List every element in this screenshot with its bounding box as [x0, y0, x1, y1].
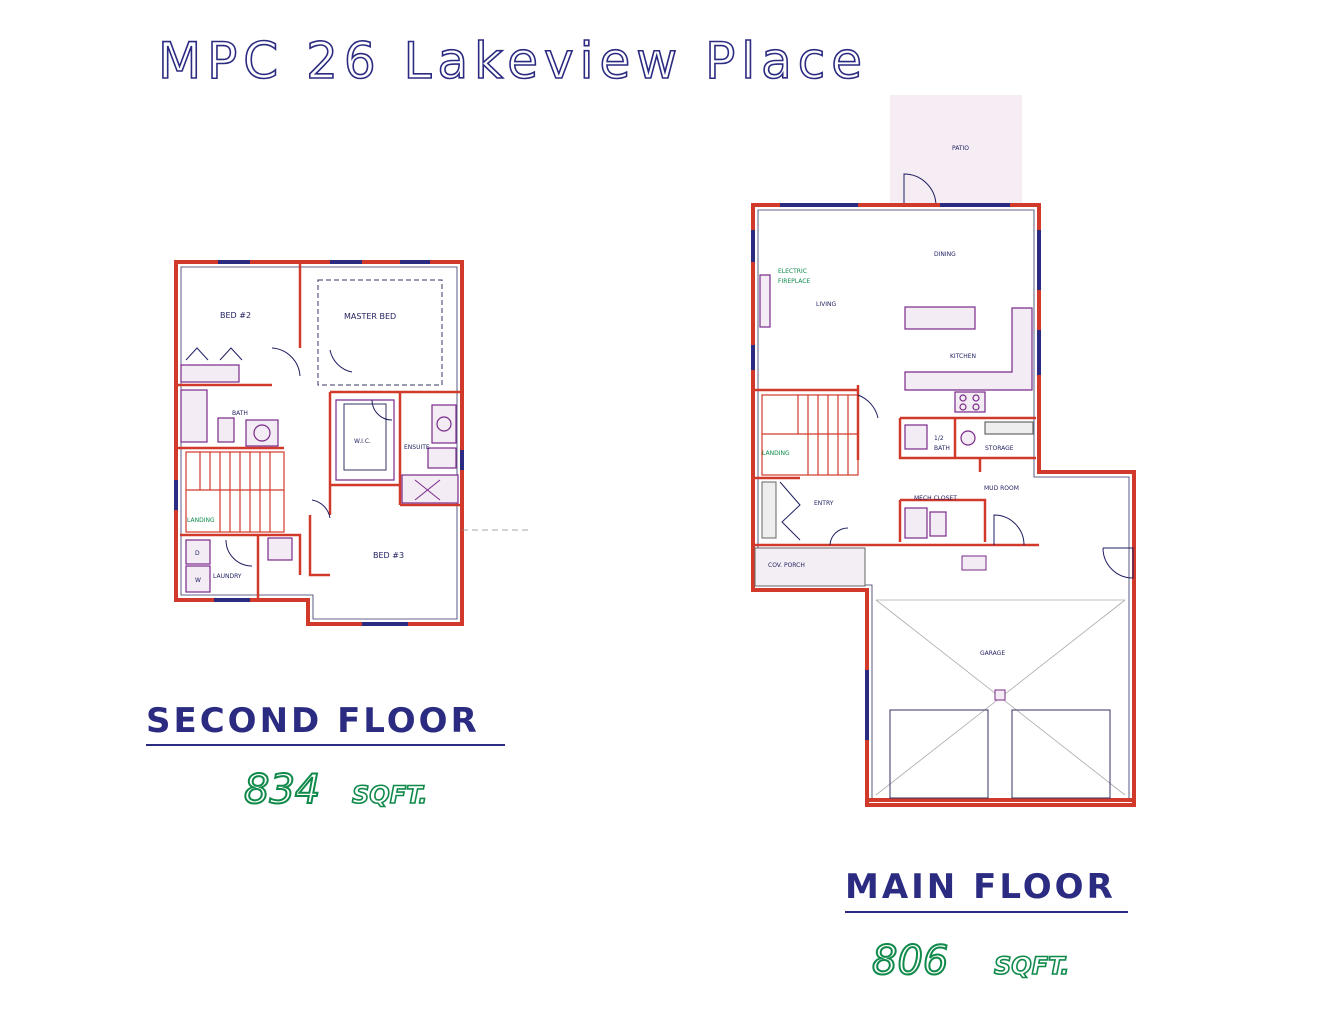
room-label-bed-2: BED #2: [220, 311, 251, 320]
main-floor-sqft-value: 806: [872, 938, 948, 984]
room-label-landing-main: LANDING: [762, 450, 790, 457]
second-floor-sqft-unit: SQFT.: [352, 781, 428, 809]
room-label-ensuite: ENSUITE: [404, 444, 430, 451]
room-label-master-bed: MASTER BED: [344, 312, 396, 321]
second-floor-sqft-value: 834: [244, 767, 320, 813]
washer-label: W: [195, 577, 201, 584]
room-label-kitchen: KITCHEN: [950, 353, 976, 360]
half-bath-label-line-2: BATH: [934, 445, 950, 452]
room-label-dining: DINING: [934, 251, 956, 258]
fireplace-note-line-2: FIREPLACE: [778, 278, 810, 285]
fireplace-note-line-1: ELECTRIC: [778, 268, 807, 275]
main-floor-sqft-unit: SQFT.: [994, 952, 1070, 980]
room-label-mech-closet: MECH CLOSET: [914, 495, 957, 502]
room-label-landing-upper: LANDING: [187, 517, 215, 524]
page-title: MPC 26 Lakeview Place: [158, 32, 868, 90]
second-floor-plan: BED #2 MASTER BED BATH W.I.C. ENSUITE BE…: [174, 260, 528, 626]
room-label-bath: BATH: [232, 410, 248, 417]
room-label-storage: STORAGE: [985, 445, 1014, 452]
room-label-entry: ENTRY: [814, 500, 834, 507]
room-label-garage: GARAGE: [980, 650, 1005, 657]
room-label-wic: W.I.C.: [354, 438, 371, 445]
room-label-mud-room: MUD ROOM: [984, 485, 1019, 492]
room-label-bed-3: BED #3: [373, 551, 404, 560]
half-bath-label-line-1: 1/2: [934, 435, 944, 442]
room-label-laundry: LAUNDRY: [213, 573, 242, 580]
room-label-living: LIVING: [816, 301, 836, 308]
main-floor-title: MAIN FLOOR: [845, 867, 1116, 907]
room-label-patio: PATIO: [952, 145, 969, 152]
main-floor-plan: PATIO DINING LIVING KITCHEN ELECTRIC FIR…: [751, 95, 1136, 807]
second-floor-title: SECOND FLOOR: [146, 701, 480, 741]
room-label-cov-porch: COV. PORCH: [768, 562, 805, 569]
dryer-label: D: [195, 550, 200, 557]
